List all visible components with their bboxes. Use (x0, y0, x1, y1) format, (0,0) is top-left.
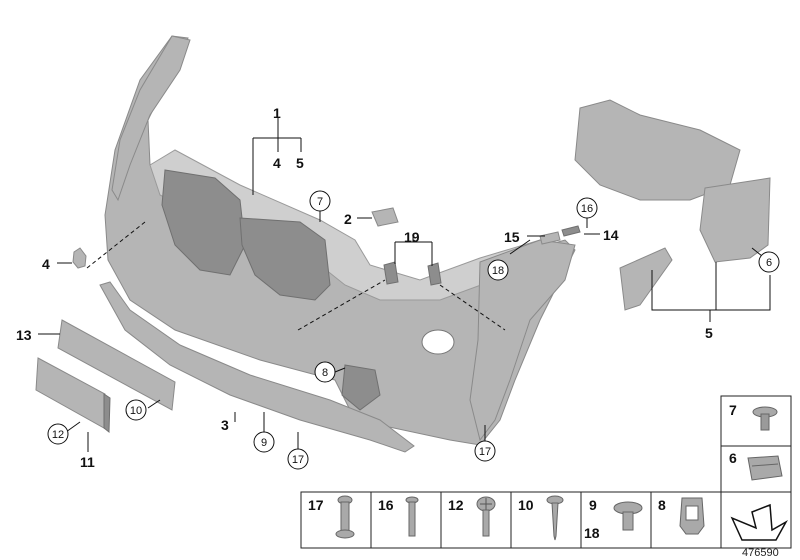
svg-text:10: 10 (130, 405, 142, 417)
svg-text:7: 7 (729, 402, 737, 418)
svg-text:16: 16 (581, 203, 593, 215)
svg-text:10: 10 (518, 497, 534, 513)
svg-text:17: 17 (479, 446, 491, 458)
svg-text:6: 6 (766, 257, 772, 269)
label-4-left: 4 (42, 256, 50, 272)
svg-text:9: 9 (589, 497, 597, 513)
label-3: 3 (221, 417, 229, 433)
hardware-cell-12: 12 (440, 491, 512, 549)
image-number: 476590 (742, 547, 779, 559)
callout-8: 8 (314, 361, 336, 383)
svg-text:9: 9 (261, 437, 267, 449)
callout-9: 9 (253, 431, 275, 453)
label-1: 1 (273, 105, 281, 121)
hardware-cell-6: 6 (720, 445, 792, 493)
svg-text:16: 16 (378, 497, 394, 513)
bumper-left-strip (111, 35, 191, 202)
label-15: 15 (504, 229, 520, 245)
callout-17-spoiler: 17 (287, 448, 309, 470)
clip-part-16 (561, 225, 581, 237)
license-plate-bracket (57, 319, 176, 411)
front-spoiler (99, 281, 415, 453)
label-4-top: 4 (273, 155, 281, 171)
hardware-cell-8: 8 (650, 491, 722, 549)
kidney-grille-right (239, 217, 331, 301)
tow-eye-cover (72, 247, 87, 269)
svg-text:8: 8 (658, 497, 666, 513)
callout-7: 7 (309, 190, 331, 212)
svg-text:12: 12 (448, 497, 464, 513)
callout-18: 18 (487, 259, 509, 281)
label-14: 14 (603, 227, 619, 243)
hardware-cell-16: 16 (370, 491, 442, 549)
svg-text:12: 12 (52, 429, 64, 441)
bracket-right (427, 262, 442, 286)
hardware-cell-10: 10 (510, 491, 582, 549)
label-11: 11 (80, 454, 95, 470)
upper-support-bracket (574, 99, 741, 201)
kidney-grille-left (161, 169, 246, 276)
orientation-arrow-icon (730, 503, 788, 541)
fog-light-opening (421, 329, 455, 355)
callout-17-wing: 17 (474, 440, 496, 462)
bumper-side-wing (469, 239, 576, 442)
svg-text:6: 6 (729, 450, 737, 466)
lower-air-intake (341, 364, 381, 411)
hardware-cell-arrow (720, 491, 792, 549)
side-bracket-right (699, 177, 771, 263)
svg-text:17: 17 (308, 497, 324, 513)
headlight-washer-cover (371, 207, 399, 227)
svg-text:8: 8 (322, 367, 328, 379)
side-bracket-left (619, 247, 673, 311)
label-19: 19 (404, 229, 420, 245)
label-13: 13 (16, 327, 32, 343)
bracket-left (383, 261, 399, 285)
callout-10: 10 (125, 399, 147, 421)
callout-12: 12 (47, 423, 69, 445)
label-5-top: 5 (296, 155, 304, 171)
callout-16: 16 (576, 197, 598, 219)
svg-text:7: 7 (317, 196, 323, 208)
license-plate-base-edge (103, 393, 111, 434)
hardware-cell-7: 7 (720, 395, 792, 447)
label-5-bottom: 5 (705, 325, 713, 341)
callout-6: 6 (758, 251, 780, 273)
svg-text:18: 18 (492, 265, 504, 277)
svg-text:18: 18 (584, 525, 600, 541)
cover-part-15 (539, 231, 561, 245)
hardware-cell-17: 17 (300, 491, 372, 549)
label-2: 2 (344, 211, 352, 227)
svg-text:17: 17 (292, 454, 304, 466)
hardware-cell-9-18: 9 18 (580, 491, 652, 549)
